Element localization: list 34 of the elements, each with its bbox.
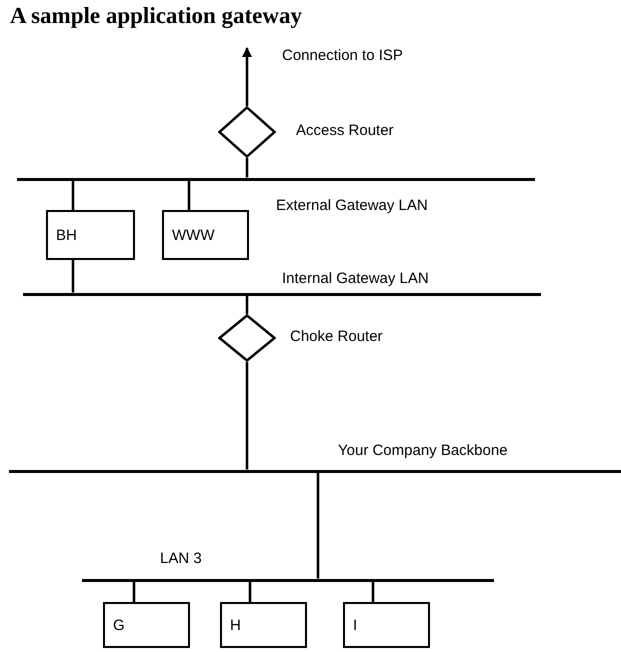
host-box — [343, 602, 430, 648]
connector-line — [246, 158, 248, 178]
host-label: WWW — [172, 228, 214, 242]
connector-line — [188, 180, 190, 210]
router-diamond — [218, 314, 276, 362]
connector-line — [248, 582, 252, 602]
host-box — [220, 602, 307, 648]
host-label: H — [230, 618, 241, 632]
connector-line — [132, 582, 136, 602]
network-label: Your Company Backbone — [338, 442, 508, 461]
network-bus-line — [9, 470, 621, 472]
arrow — [242, 47, 252, 106]
host-box — [103, 602, 190, 648]
network-label: LAN 3 — [160, 550, 202, 569]
host-label: BH — [56, 228, 77, 242]
network-label: Access Router — [296, 122, 394, 141]
connector-line — [246, 362, 248, 470]
connector-line — [72, 180, 74, 210]
connector-line — [72, 260, 74, 292]
network-label: Internal Gateway LAN — [282, 270, 429, 289]
host-label: I — [353, 618, 358, 632]
network-bus-line — [82, 578, 494, 582]
router-diamond — [218, 106, 276, 158]
network-bus-line — [23, 292, 541, 296]
network-label: Choke Router — [290, 328, 383, 347]
network-label: External Gateway LAN — [276, 197, 428, 216]
connector-line — [316, 472, 320, 578]
host-box — [46, 210, 135, 260]
network-bus-line — [17, 178, 535, 180]
host-box — [162, 210, 249, 260]
connector-line — [372, 582, 374, 602]
diagram-title: A sample application gateway — [10, 2, 302, 30]
host-label: G — [113, 618, 125, 632]
connector-line — [246, 296, 248, 314]
